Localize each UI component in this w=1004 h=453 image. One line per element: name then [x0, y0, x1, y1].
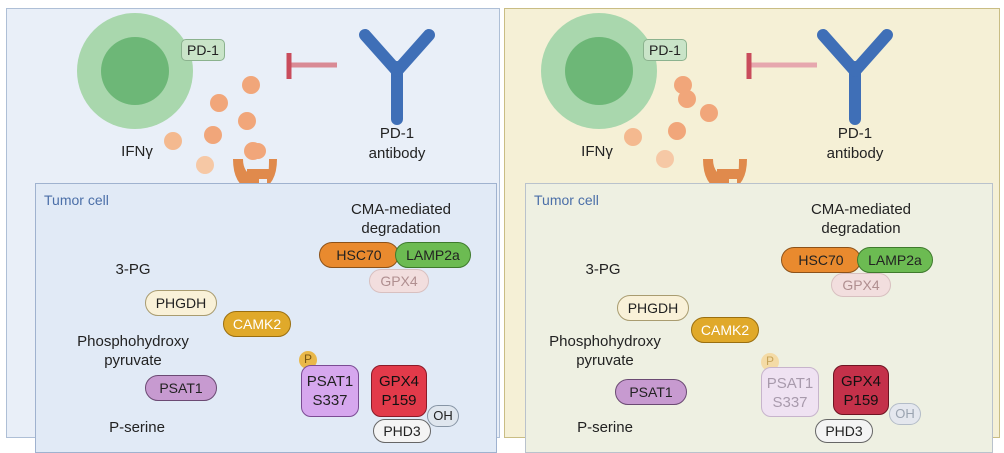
ifn-gamma-molecules	[164, 76, 262, 174]
lamp2a-box: LAMP2a	[857, 247, 933, 273]
gpx4-p159-line1: GPX4	[840, 373, 882, 390]
psat1-s337-box: PSAT1 S337	[301, 365, 359, 417]
cma-label-line2: degradation	[361, 220, 441, 237]
antibody-label-line2: antibody	[826, 145, 884, 162]
oh-badge: OH	[889, 403, 921, 425]
3pg-label: 3-PG	[585, 261, 621, 278]
phospho-badge: P	[299, 351, 317, 369]
phgdh-box: PHGDH	[617, 295, 689, 321]
psat1-box: PSAT1	[145, 375, 217, 401]
gpx4-p159-line2: P159	[381, 392, 417, 409]
lamp2a-box: LAMP2a	[395, 242, 471, 268]
phospho-badge: P	[761, 353, 779, 371]
panel-anti-pd1-ferroptosis-sensitization: PD-1 IFNγ PD-1 antibody Tumor cell CMA-m…	[504, 8, 1000, 453]
camk2-box: CAMK2	[223, 311, 291, 337]
pd1-label: PD-1	[181, 39, 225, 61]
psat1-s337-line1: PSAT1	[306, 373, 354, 390]
gpx4-degraded-box: GPX4	[369, 269, 429, 293]
psat1-s337-line2: S337	[312, 392, 348, 409]
psat1-box: PSAT1	[615, 379, 687, 405]
gpx4-p159-box: GPX4 P159	[371, 365, 427, 417]
3pg-label: 3-PG	[115, 261, 151, 278]
pserine-label: P-serine	[577, 419, 633, 436]
tumor-cell-label: Tumor cell	[44, 192, 109, 208]
oh-badge: OH	[427, 405, 459, 427]
cma-label-line1: CMA-mediated	[810, 201, 912, 218]
gpx4-p159-box: GPX4 P159	[833, 365, 889, 415]
ifn-gamma-label: IFNγ	[581, 143, 613, 160]
t-cell-nucleus	[101, 37, 169, 105]
hsc70-box: HSC70	[781, 247, 861, 273]
gpx4-degraded-box: GPX4	[831, 273, 891, 297]
pd1-label: PD-1	[643, 39, 687, 61]
phosphohydroxy-line2: pyruvate	[104, 352, 162, 369]
phosphohydroxy-line2: pyruvate	[576, 352, 634, 369]
pserine-label: P-serine	[109, 419, 165, 436]
t-cell-nucleus	[565, 37, 633, 105]
antibody-label-line1: PD-1	[379, 125, 415, 142]
phosphohydroxy-line1: Phosphohydroxy	[549, 333, 661, 350]
panel-anti-pd1-ferroptosis-resistance: PD-1 IFNγ PD-1 antibody Tumor cell CMA-m…	[6, 8, 500, 453]
cma-label-line1: CMA-mediated	[350, 201, 452, 218]
phosphohydroxy-line1: Phosphohydroxy	[77, 333, 189, 350]
pd1-antibody-icon	[359, 29, 435, 125]
gpx4-p159-line2: P159	[843, 392, 879, 409]
ifn-gamma-label: IFNγ	[121, 143, 153, 160]
antibody-label-line2: antibody	[368, 145, 426, 162]
ifn-gamma-molecules	[624, 76, 718, 168]
antibody-label-line1: PD-1	[837, 125, 873, 142]
phgdh-box: PHGDH	[145, 290, 217, 316]
psat1-s337-line1: PSAT1	[766, 375, 814, 392]
gpx4-p159-line1: GPX4	[378, 373, 420, 390]
psat1-s337-box: PSAT1 S337	[761, 367, 819, 417]
phd3-box: PHD3	[373, 419, 431, 443]
hsc70-box: HSC70	[319, 242, 399, 268]
pd1-antibody-icon	[817, 29, 893, 125]
psat1-s337-line2: S337	[772, 394, 808, 411]
camk2-box: CAMK2	[691, 317, 759, 343]
phd3-box: PHD3	[815, 419, 873, 443]
tumor-cell-label: Tumor cell	[534, 192, 599, 208]
cma-label-line2: degradation	[821, 220, 901, 237]
